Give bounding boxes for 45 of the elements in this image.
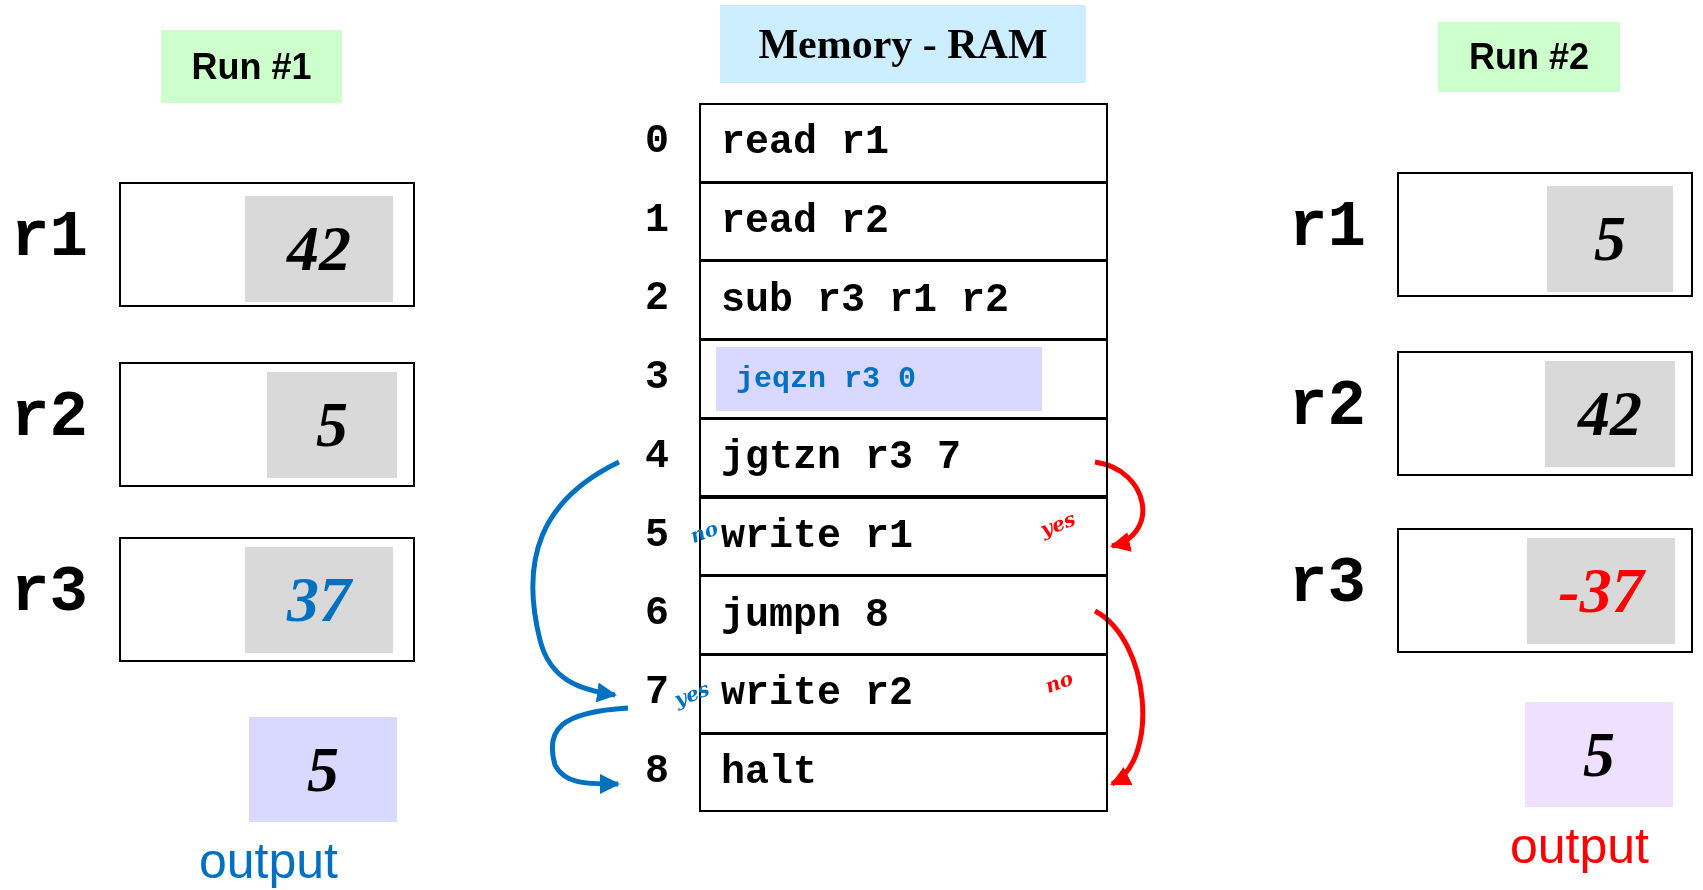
branch-label: yes: [670, 676, 713, 712]
register-name: r2: [1289, 371, 1366, 443]
address-number: 3: [645, 355, 669, 401]
output-value: 5: [1583, 717, 1615, 792]
address-number: 8: [645, 748, 669, 794]
register-name: r2: [11, 382, 88, 454]
address-number: 0: [645, 119, 669, 164]
highlighted-instruction: jeqzn r3 0: [716, 347, 1042, 412]
branch-label: no: [1041, 665, 1077, 699]
arrow: [1093, 608, 1146, 786]
value-box: -37: [1527, 538, 1675, 644]
instruction-text: write r1: [721, 513, 914, 559]
branch-label: yes: [1036, 506, 1079, 542]
value-box: 42: [245, 196, 393, 302]
arrow: [549, 705, 629, 794]
title-box: Memory - RAM: [720, 5, 1086, 83]
instruction-text: read r1: [721, 120, 890, 166]
output-caption: output: [1510, 817, 1649, 875]
address-number: 4: [645, 433, 669, 479]
title-box: Run #1: [161, 30, 342, 103]
address-number: 7: [645, 669, 669, 715]
address-number: 5: [645, 512, 669, 558]
arrow: [1094, 459, 1146, 550]
instruction-text: jumpn 8: [721, 592, 890, 638]
title-box: Run #2: [1438, 22, 1620, 92]
output-value: 5: [307, 732, 339, 807]
register-name: r3: [11, 557, 88, 629]
instruction-text: jgtzn r3 7: [721, 435, 962, 481]
value-box: 5: [1547, 186, 1673, 292]
register-name: r1: [1289, 192, 1366, 264]
instruction-text: write r2: [721, 671, 914, 717]
register-name: r3: [1289, 548, 1366, 620]
value-box: 37: [245, 547, 393, 653]
register-name: r1: [11, 202, 88, 274]
instruction-text: halt: [721, 749, 817, 795]
value-box: 5: [267, 372, 397, 478]
address-number: 1: [645, 197, 669, 243]
instruction-text: read r2: [721, 199, 890, 245]
value-box: 42: [1545, 361, 1675, 467]
arrow: [530, 459, 621, 703]
instruction-text: sub r3 r1 r2: [721, 277, 1010, 323]
branch-label: no: [686, 515, 722, 549]
output-caption: output: [199, 832, 338, 890]
address-number: 2: [645, 276, 669, 322]
address-number: 6: [645, 591, 669, 637]
